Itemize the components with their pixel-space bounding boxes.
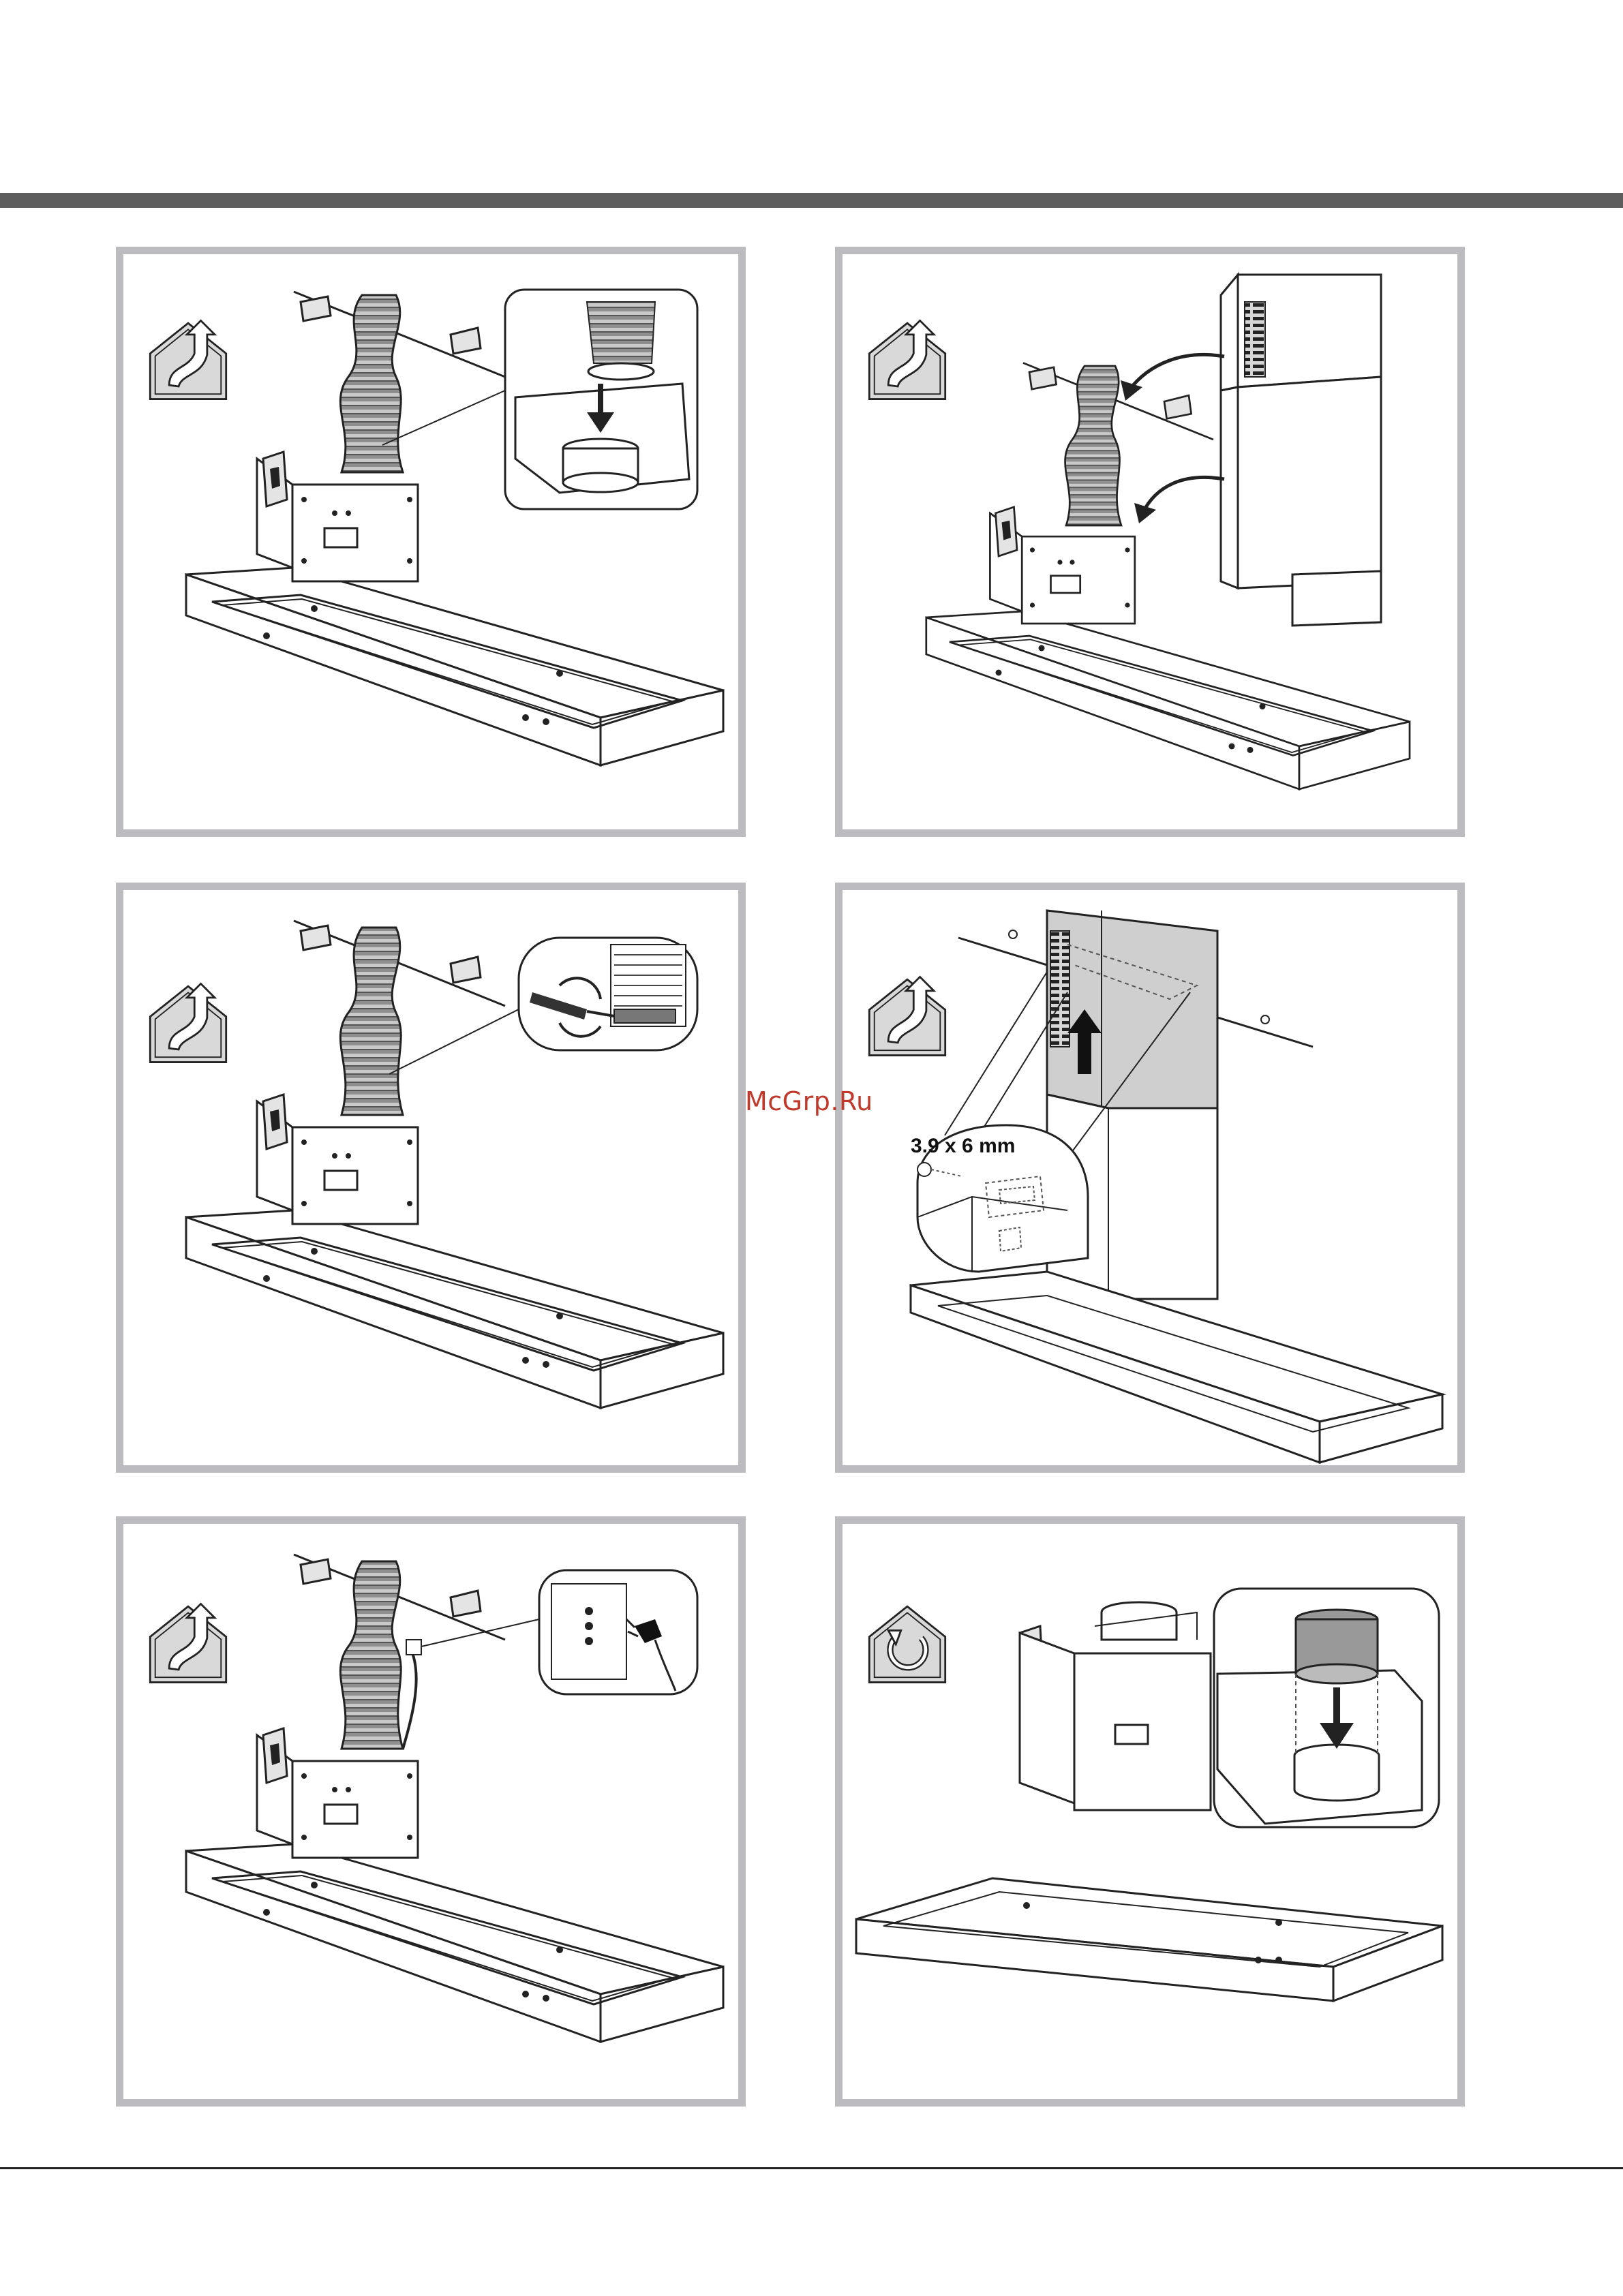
header-band	[0, 193, 1623, 208]
chimney-screw-illustration: 3.9 x 6 mm	[843, 890, 1457, 1465]
screw-size-label: 3.9 x 6 mm	[911, 1135, 1015, 1157]
ducted-house-icon	[869, 320, 945, 399]
recirculation-house-icon	[869, 1606, 945, 1682]
panel-step-5	[116, 1516, 746, 2107]
hood-duct-illustration	[123, 254, 738, 829]
panel-step-1	[116, 247, 746, 837]
recirculation-adapter-illustration	[843, 1524, 1457, 2099]
ducted-house-icon	[869, 977, 945, 1055]
footer-rule	[0, 2167, 1623, 2169]
ducted-house-icon	[150, 983, 226, 1062]
ducted-house-icon	[150, 1604, 226, 1682]
panel-step-3	[116, 883, 746, 1473]
panel-step-6	[835, 1516, 1465, 2107]
panel-step-2	[835, 247, 1465, 837]
panel-step-4: 3.9 x 6 mm	[835, 883, 1465, 1473]
watermark: McGrp.Ru	[745, 1086, 873, 1116]
power-connection-illustration	[123, 1524, 738, 2099]
clamp-tighten-illustration	[123, 890, 738, 1465]
chimney-fit-illustration	[843, 254, 1457, 829]
ducted-house-icon	[150, 320, 226, 399]
